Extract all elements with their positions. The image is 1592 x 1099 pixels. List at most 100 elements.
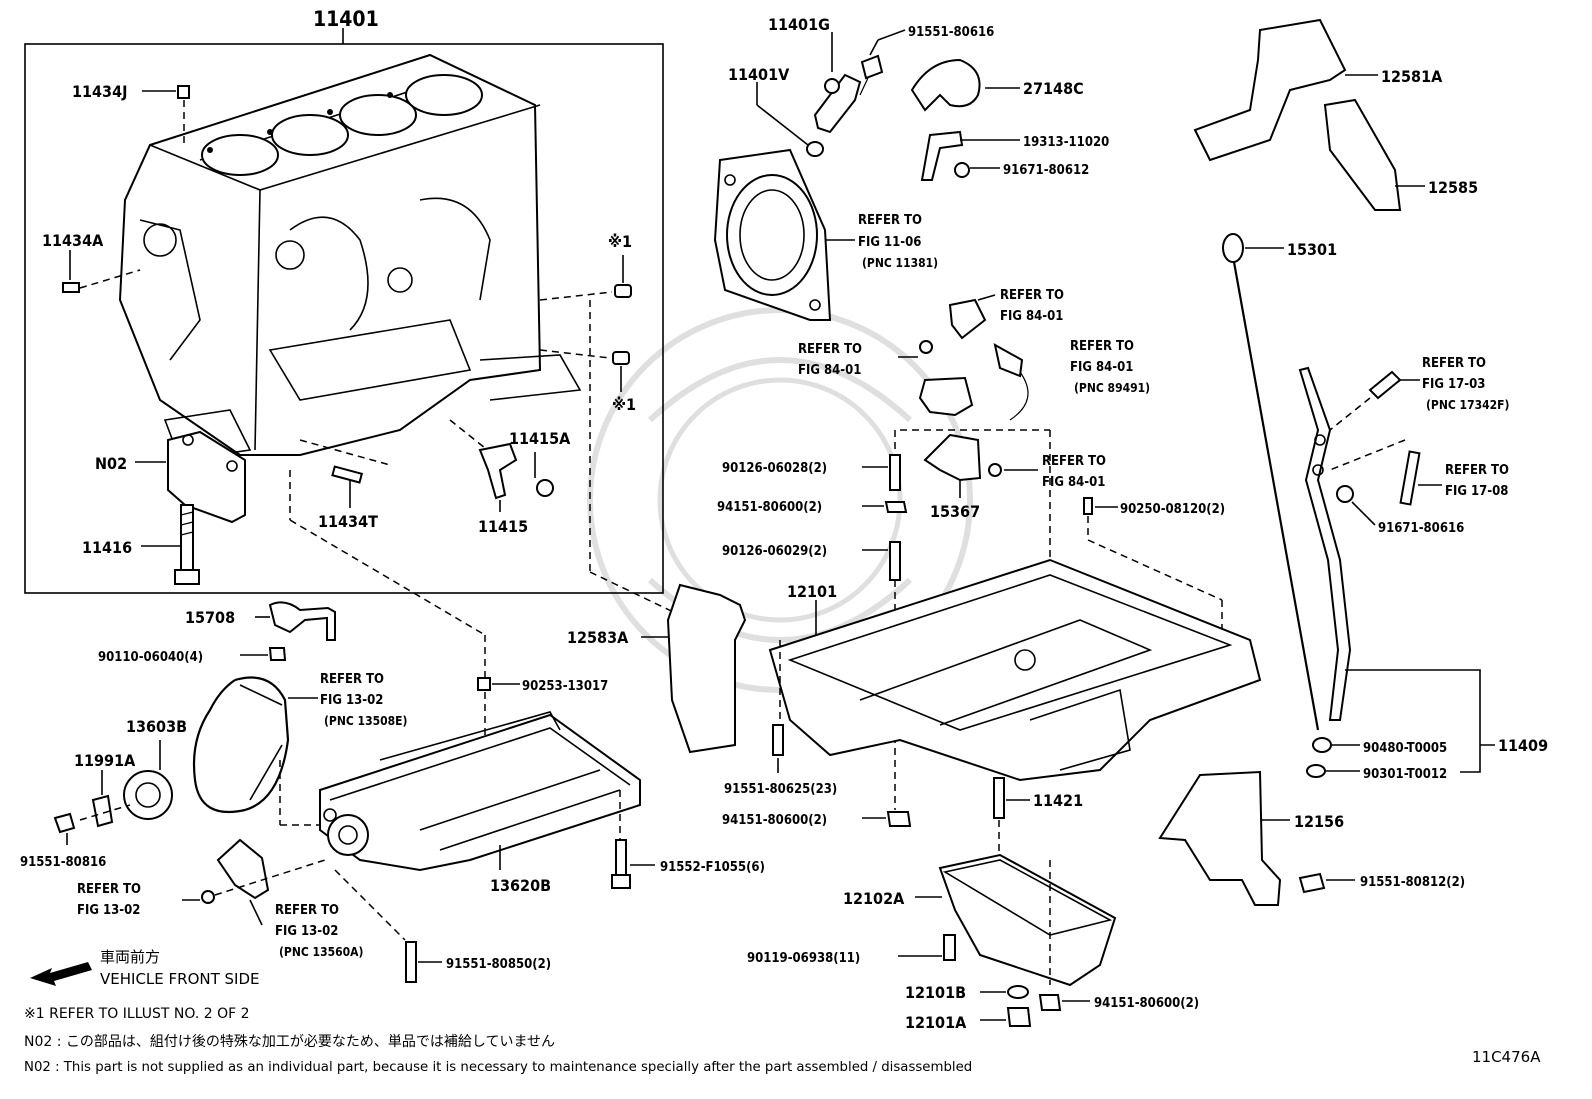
- pin-star1-lower: [612, 351, 630, 365]
- label-15367[interactable]: 15367: [930, 502, 980, 521]
- pin-11434A: [62, 282, 80, 293]
- label-11434J[interactable]: 11434J: [72, 82, 127, 101]
- refer-fig-13-02-b[interactable]: FIG 13-02: [77, 903, 140, 918]
- refer-label-11-06: REFER TO: [858, 213, 922, 228]
- label-11991A[interactable]: 11991A: [74, 751, 136, 770]
- label-91551-80625[interactable]: 91551-80625(23): [724, 782, 837, 797]
- label-91551-80616[interactable]: 91551-80616: [908, 25, 994, 40]
- o-ring-90301-T0012: [1306, 764, 1326, 778]
- plug-90250-08120: [1083, 497, 1093, 515]
- label-12585[interactable]: 12585: [1428, 178, 1478, 197]
- bolt-91551-80850: [405, 941, 417, 983]
- refer-fig-17-08[interactable]: FIG 17-08: [1445, 484, 1508, 499]
- label-12102A[interactable]: 12102A: [843, 889, 905, 908]
- label-90119-06938[interactable]: 90119-06938(11): [747, 951, 860, 966]
- baffle-12583A: [666, 583, 747, 754]
- refer-fig-11-06[interactable]: FIG 11-06: [858, 235, 921, 250]
- label-13620B[interactable]: 13620B: [490, 876, 551, 895]
- crank-position-sensor-11401G: [813, 73, 862, 134]
- direction-en: VEHICLE FRONT SIDE: [100, 970, 260, 988]
- label-12101B[interactable]: 12101B: [905, 983, 966, 1002]
- refer-fig-84-01-c[interactable]: FIG 84-01: [1070, 360, 1133, 375]
- bolt-11415A: [536, 479, 554, 497]
- label-12581A[interactable]: 12581A: [1381, 67, 1443, 86]
- label-12583A[interactable]: 12583A: [567, 628, 629, 647]
- tensioner-ref-13-02: [216, 838, 270, 900]
- key-11991A: [91, 794, 114, 828]
- bracket-15367: [923, 433, 982, 482]
- label-94151-80600-c[interactable]: 94151-80600(2): [1094, 996, 1199, 1011]
- label-91552-F1055[interactable]: 91552-F1055(6): [660, 860, 765, 875]
- label-90126-06029[interactable]: 90126-06029(2): [722, 544, 827, 559]
- cover-12585: [1323, 98, 1402, 211]
- refer-pnc-13-02-c: (PNC 13560A): [279, 945, 363, 959]
- refer-fig-84-01-a[interactable]: FIG 84-01: [1000, 309, 1063, 324]
- oil-seal-retainer: [713, 148, 832, 321]
- refer-fig-17-03[interactable]: FIG 17-03: [1422, 377, 1485, 392]
- label-91551-80816[interactable]: 91551-80816: [20, 855, 106, 870]
- label-11434A[interactable]: 11434A: [42, 231, 104, 250]
- cylinder-block-illustration: [118, 53, 582, 461]
- label-15708[interactable]: 15708: [185, 608, 235, 627]
- label-12101A[interactable]: 12101A: [905, 1013, 967, 1032]
- label-11421[interactable]: 11421: [1033, 791, 1083, 810]
- refer-pnc-13-02-a: (PNC 13508E): [324, 714, 407, 728]
- label-12101[interactable]: 12101: [787, 582, 837, 601]
- label-11401V[interactable]: 11401V: [728, 65, 790, 84]
- label-13603B[interactable]: 13603B: [126, 717, 187, 736]
- nut-94151-80600-c: [1038, 994, 1062, 1011]
- refer-pnc-84-01-c: (PNC 89491): [1074, 381, 1150, 395]
- direction-jp: 車両前方: [100, 948, 160, 966]
- stud-11421: [993, 777, 1005, 819]
- bolt-90110-06040: [268, 647, 287, 661]
- bearing-cap-N02: [167, 430, 246, 524]
- bolt-ref-13-02: [201, 890, 215, 904]
- hose-ref-17-08: [1399, 450, 1421, 506]
- label-94151-80600-a[interactable]: 94151-80600(2): [717, 500, 822, 515]
- label-11401G[interactable]: 11401G: [768, 15, 830, 34]
- refer-fig-84-01-b[interactable]: FIG 84-01: [798, 363, 861, 378]
- label-11416[interactable]: 11416: [82, 538, 132, 557]
- label-15301[interactable]: 15301: [1287, 240, 1337, 259]
- label-90126-06028[interactable]: 90126-06028(2): [722, 461, 827, 476]
- cover-12581A: [1193, 18, 1347, 162]
- refer-label-84-01-b: REFER TO: [798, 342, 862, 357]
- label-11415A[interactable]: 11415A: [509, 429, 571, 448]
- label-91671-80616[interactable]: 91671-80616: [1378, 521, 1464, 536]
- label-19313-11020[interactable]: 19313-11020: [1023, 135, 1109, 150]
- label-27148C[interactable]: 27148C: [1023, 79, 1084, 98]
- bracket-19313-11020: [920, 130, 964, 181]
- label-90301-T0012[interactable]: 90301-T0012: [1363, 767, 1447, 782]
- refer-fig-13-02-c[interactable]: FIG 13-02: [275, 924, 338, 939]
- label-91551-80850[interactable]: 91551-80850(2): [446, 957, 551, 972]
- label-11415[interactable]: 11415: [478, 517, 528, 536]
- label-star1-upper: ※1: [608, 232, 632, 251]
- label-11409[interactable]: 11409: [1498, 736, 1548, 755]
- pin-star1-upper: [614, 284, 632, 298]
- label-90253-13017[interactable]: 90253-13017: [522, 679, 608, 694]
- label-91671-80612[interactable]: 91671-80612: [1003, 163, 1089, 178]
- label-90250-08120[interactable]: 90250-08120(2): [1120, 502, 1225, 517]
- label-90480-T0005[interactable]: 90480-T0005: [1363, 741, 1447, 756]
- bolt-11416: [174, 504, 200, 585]
- label-11401[interactable]: 11401: [313, 7, 379, 31]
- refer-label-13-02-b: REFER TO: [77, 882, 141, 897]
- harness-clamp-27148C: [910, 58, 981, 112]
- label-12156[interactable]: 12156: [1294, 812, 1344, 831]
- label-11434T[interactable]: 11434T: [318, 512, 378, 531]
- label-94151-80600-b[interactable]: 94151-80600(2): [722, 813, 827, 828]
- refer-pnc-11-06: (PNC 11381): [862, 256, 938, 270]
- refer-label-84-01-c: REFER TO: [1070, 339, 1134, 354]
- bolt-90119-06938: [943, 934, 956, 961]
- refer-fig-84-01-d[interactable]: FIG 84-01: [1042, 475, 1105, 490]
- bolt-ref-84-01: [919, 340, 933, 354]
- label-N02[interactable]: N02: [95, 454, 127, 473]
- nut-94151-80600-a: [884, 501, 908, 513]
- bolt-91551-80812: [1298, 872, 1326, 894]
- label-91551-80812[interactable]: 91551-80812(2): [1360, 875, 1465, 890]
- sprocket-13603B: [123, 770, 173, 820]
- label-90110-06040[interactable]: 90110-06040(4): [98, 650, 203, 665]
- refer-fig-13-02-a[interactable]: FIG 13-02: [320, 693, 383, 708]
